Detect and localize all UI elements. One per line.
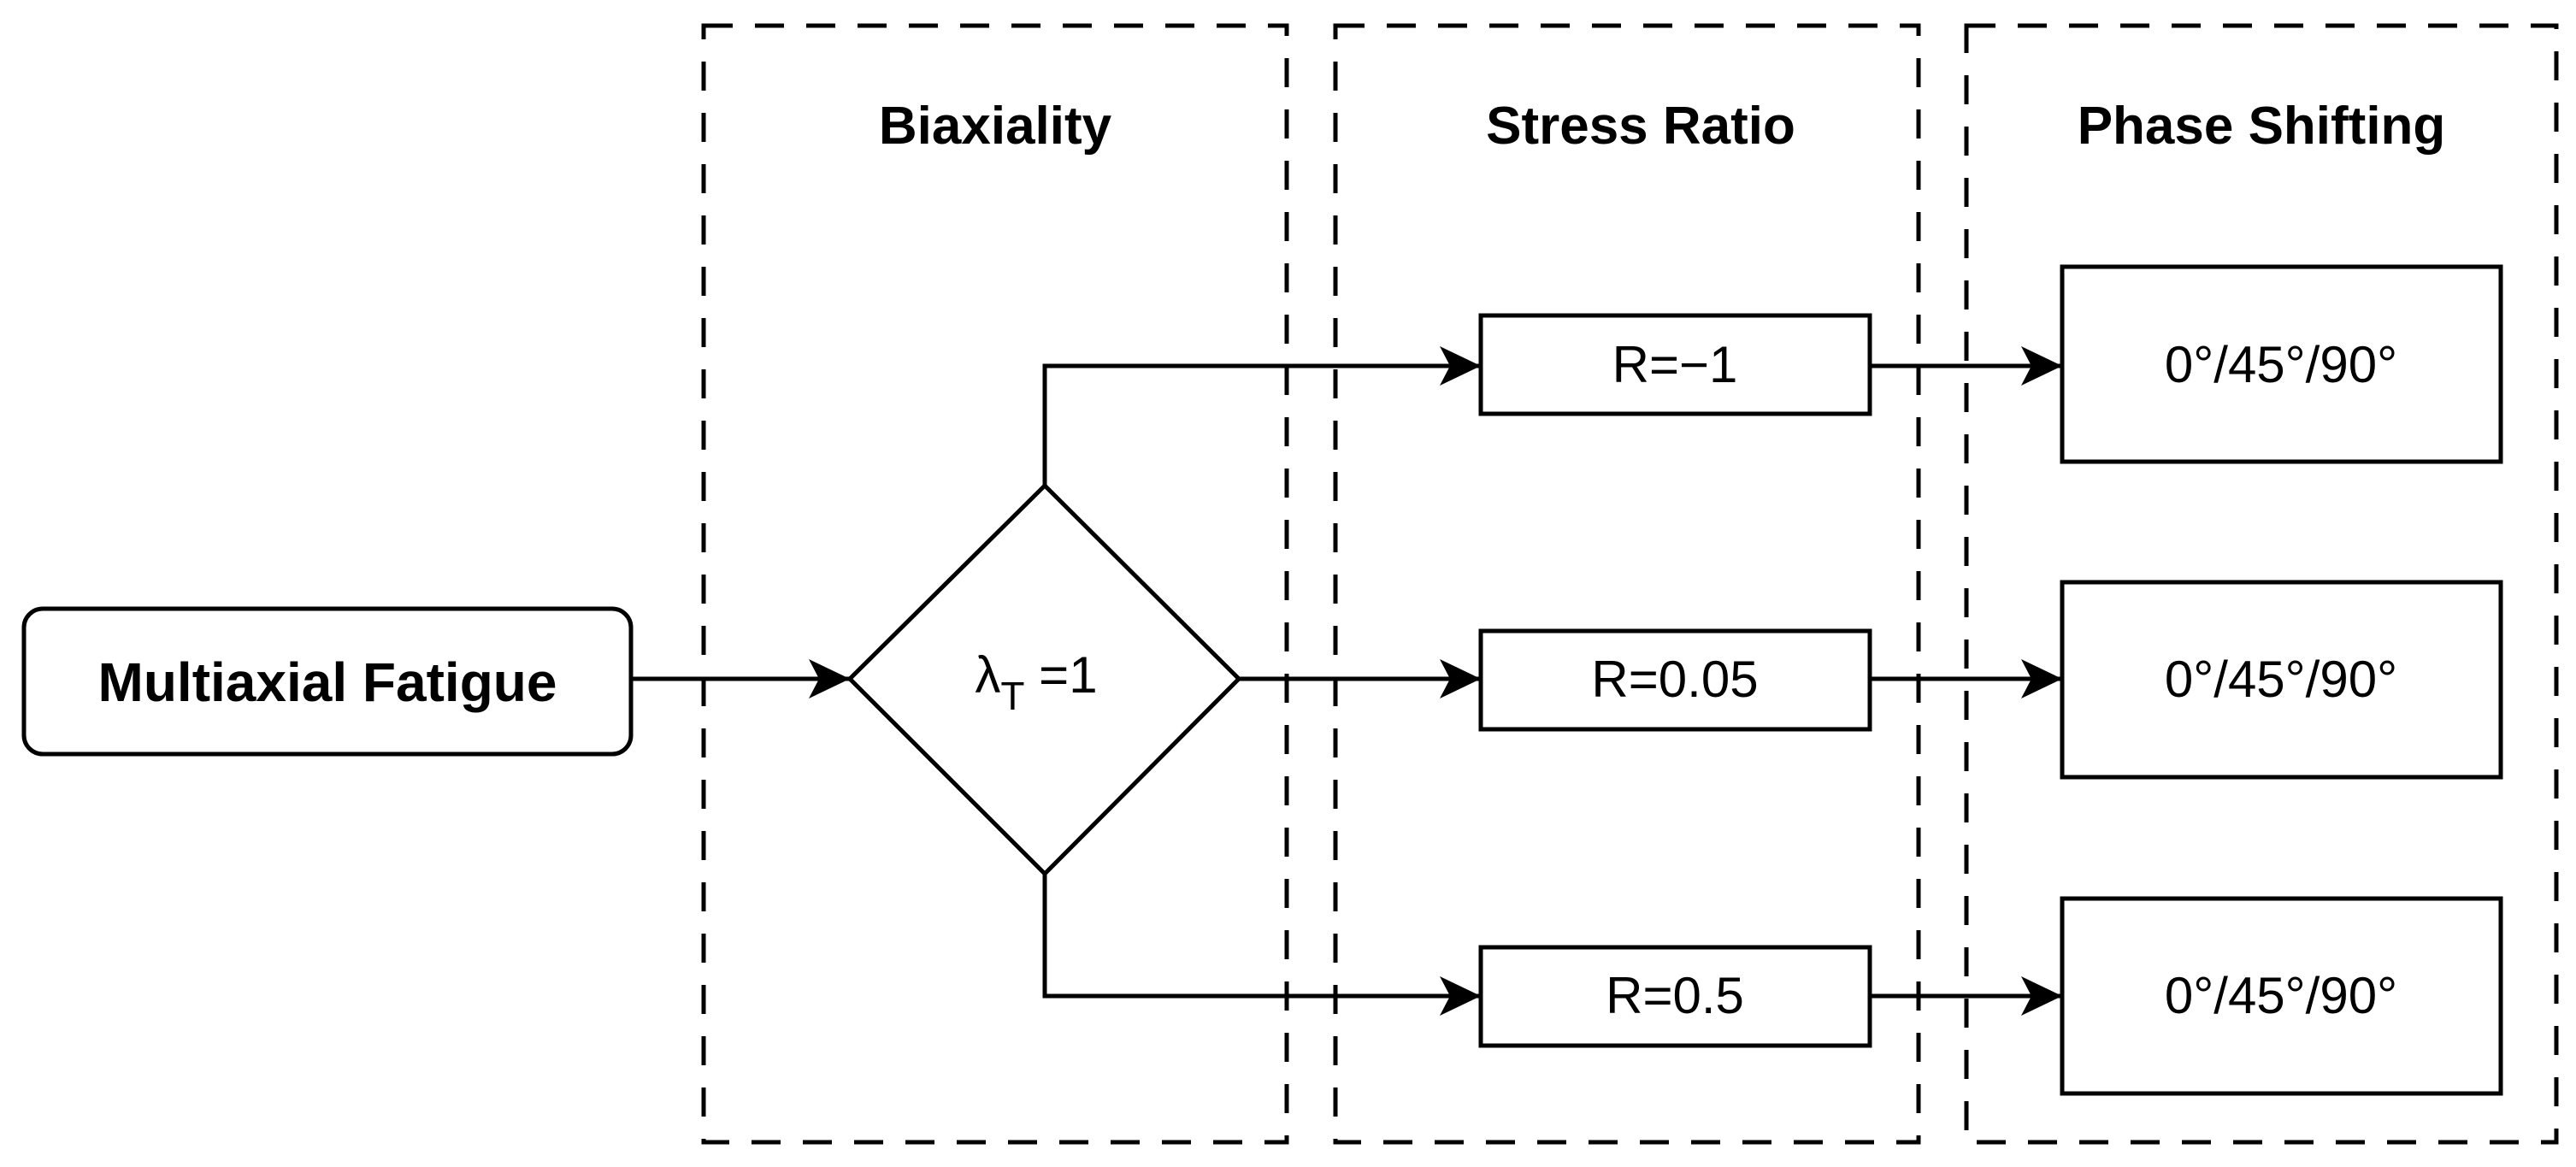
stress-ratio-node: R=0.05	[1478, 628, 1872, 732]
section-biaxiality-frame	[701, 23, 1289, 1145]
stress-ratio-box	[1478, 628, 1872, 732]
section-stress-ratio-frame	[1333, 23, 1921, 1145]
section-stress-ratio: Stress Ratio	[1333, 23, 1921, 1145]
decision-node-label: λT =1	[975, 646, 1097, 718]
edge-decision-to-r-neg1	[1042, 346, 1481, 486]
stress-ratio-label: R=−1	[1612, 336, 1738, 393]
stress-ratio-box	[1478, 313, 1872, 416]
section-phase-shifting: Phase Shifting	[1964, 23, 2559, 1145]
phase-box	[2060, 896, 2503, 1096]
edges	[631, 346, 2062, 1016]
stress-ratio-node: R=0.5	[1478, 945, 1872, 1048]
stress-ratio-node: R=−1	[1478, 313, 1872, 416]
section-phase-shifting-title: Phase Shifting	[2078, 97, 2446, 156]
decision-lambda: λ	[975, 646, 1000, 704]
phase-label: 0°/45°/90°	[2165, 336, 2397, 393]
phase-box	[2060, 264, 2503, 464]
phase-label: 0°/45°/90°	[2165, 967, 2397, 1024]
start-node-box	[21, 606, 634, 757]
stress-ratio-label: R=0.5	[1606, 967, 1744, 1024]
section-phase-shifting-frame	[1964, 23, 2559, 1145]
edge-decision-to-r-05	[1042, 874, 1481, 1016]
phase-node: 0°/45°/90°	[2060, 896, 2503, 1096]
decision-node: λT =1	[846, 482, 1242, 877]
section-stress-ratio-title: Stress Ratio	[1486, 97, 1795, 156]
stress-ratio-box	[1478, 945, 1872, 1048]
decision-node-diamond	[846, 482, 1242, 877]
phase-label: 0°/45°/90°	[2165, 651, 2397, 708]
phase-node: 0°/45°/90°	[2060, 580, 2503, 780]
phase-box	[2060, 580, 2503, 780]
section-biaxiality-title: Biaxiality	[879, 97, 1112, 156]
stress-ratio-label: R=0.05	[1591, 651, 1758, 708]
decision-subscript: T	[1000, 674, 1024, 718]
section-biaxiality: Biaxiality	[701, 23, 1289, 1145]
start-node-label: Multiaxial Fatigue	[98, 651, 557, 713]
phase-node: 0°/45°/90°	[2060, 264, 2503, 464]
decision-value: =1	[1025, 646, 1098, 704]
start-node: Multiaxial Fatigue	[21, 606, 634, 757]
